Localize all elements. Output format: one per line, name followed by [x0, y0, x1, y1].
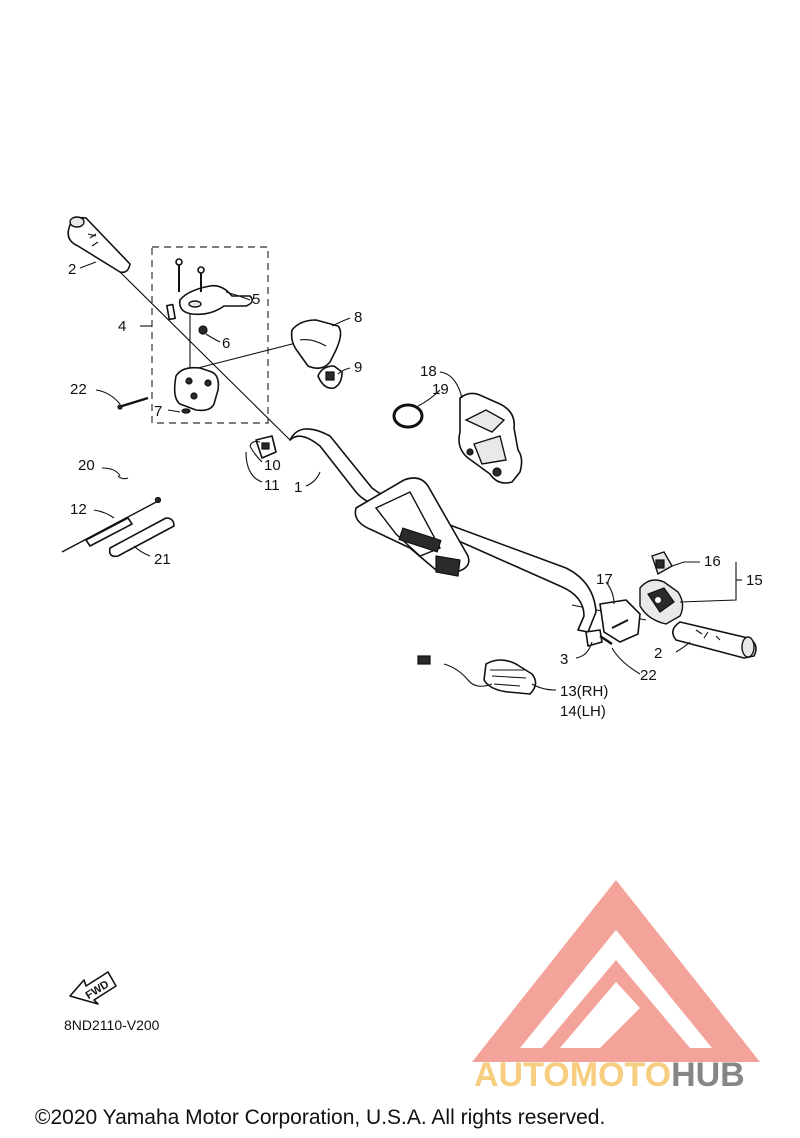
leader-8	[331, 317, 351, 327]
screw-22-right	[599, 635, 613, 645]
leader-3	[575, 641, 593, 659]
switch-9	[317, 365, 343, 390]
callout-1: 1	[294, 479, 302, 496]
leader-6	[205, 333, 221, 343]
callout-9: 9	[354, 359, 362, 376]
callout-22-left: 22	[70, 381, 87, 398]
watermark-glyph	[542, 960, 690, 1048]
switch-cover-8	[290, 319, 342, 370]
leader-2a	[79, 261, 97, 269]
callout-2-right: 2	[654, 645, 662, 662]
callout-17: 17	[596, 571, 613, 588]
callout-16: 16	[704, 553, 721, 570]
heater-13-14	[417, 655, 537, 695]
callout-22-right: 22	[640, 667, 657, 684]
plate-17	[599, 599, 641, 643]
diagram-code: 8ND2110-V200	[64, 1017, 160, 1033]
callout-20: 20	[78, 457, 95, 474]
assembly-4-box	[151, 246, 269, 424]
leader-1	[305, 471, 321, 487]
switch-10	[255, 435, 277, 459]
callout-10: 10	[264, 457, 281, 474]
leader-11	[245, 451, 263, 483]
ring-19	[392, 403, 424, 429]
leader-10	[249, 440, 263, 463]
callout-3: 3	[560, 651, 568, 668]
bracket-18	[458, 392, 523, 484]
screw-22-left	[117, 396, 149, 410]
leader-2b	[675, 641, 691, 653]
leader-21	[133, 545, 151, 557]
leader-18	[439, 371, 463, 399]
watermark-text: AUTOMOTOHUB	[474, 1056, 745, 1094]
tube-21	[108, 517, 175, 558]
leader-7	[167, 409, 181, 413]
leader-5	[225, 291, 251, 301]
callout-6: 6	[222, 335, 230, 352]
callout-5: 5	[252, 291, 260, 308]
callout-19: 19	[432, 381, 449, 398]
leader-16	[671, 561, 700, 567]
right-grip	[672, 621, 757, 659]
callout-15: 15	[746, 572, 763, 589]
callout-21: 21	[154, 551, 171, 568]
leader-22a	[95, 389, 121, 405]
callout-14: 14(LH)	[560, 703, 606, 720]
callout-12: 12	[70, 501, 87, 518]
leader-17b	[605, 581, 615, 605]
callout-8: 8	[354, 309, 362, 326]
switch-housing-15	[639, 579, 684, 625]
callout-4: 4	[118, 318, 126, 335]
copyright-notice: ©2020 Yamaha Motor Corporation, U.S.A. A…	[35, 1106, 605, 1129]
throttle-housing	[173, 366, 220, 414]
leader-13	[531, 683, 557, 691]
nut-6	[198, 325, 208, 335]
callout-2-left: 2	[68, 261, 76, 278]
leader-20	[101, 467, 121, 477]
leader-9	[337, 367, 351, 375]
callout-7: 7	[154, 403, 162, 420]
leader-12	[93, 509, 115, 519]
leader-19	[417, 389, 441, 407]
clip-20	[117, 475, 129, 480]
switch-16	[651, 551, 673, 576]
handlebar	[289, 428, 597, 633]
callout-13: 13(RH)	[560, 683, 608, 700]
fwd-arrow-icon: FWD	[69, 971, 117, 1005]
watermark-logo: AUTOMOTOHUB	[472, 880, 760, 1094]
leader-4-diagonal	[119, 271, 291, 441]
cable-12	[61, 496, 162, 553]
callout-18: 18	[420, 363, 437, 380]
leader-22b	[611, 647, 641, 675]
callout-11: 11	[264, 477, 280, 494]
throttle-lever	[166, 258, 254, 380]
left-grip	[67, 216, 131, 274]
plug-3	[585, 629, 603, 647]
leader-15	[679, 562, 737, 603]
leader-8-to-4	[189, 341, 301, 371]
